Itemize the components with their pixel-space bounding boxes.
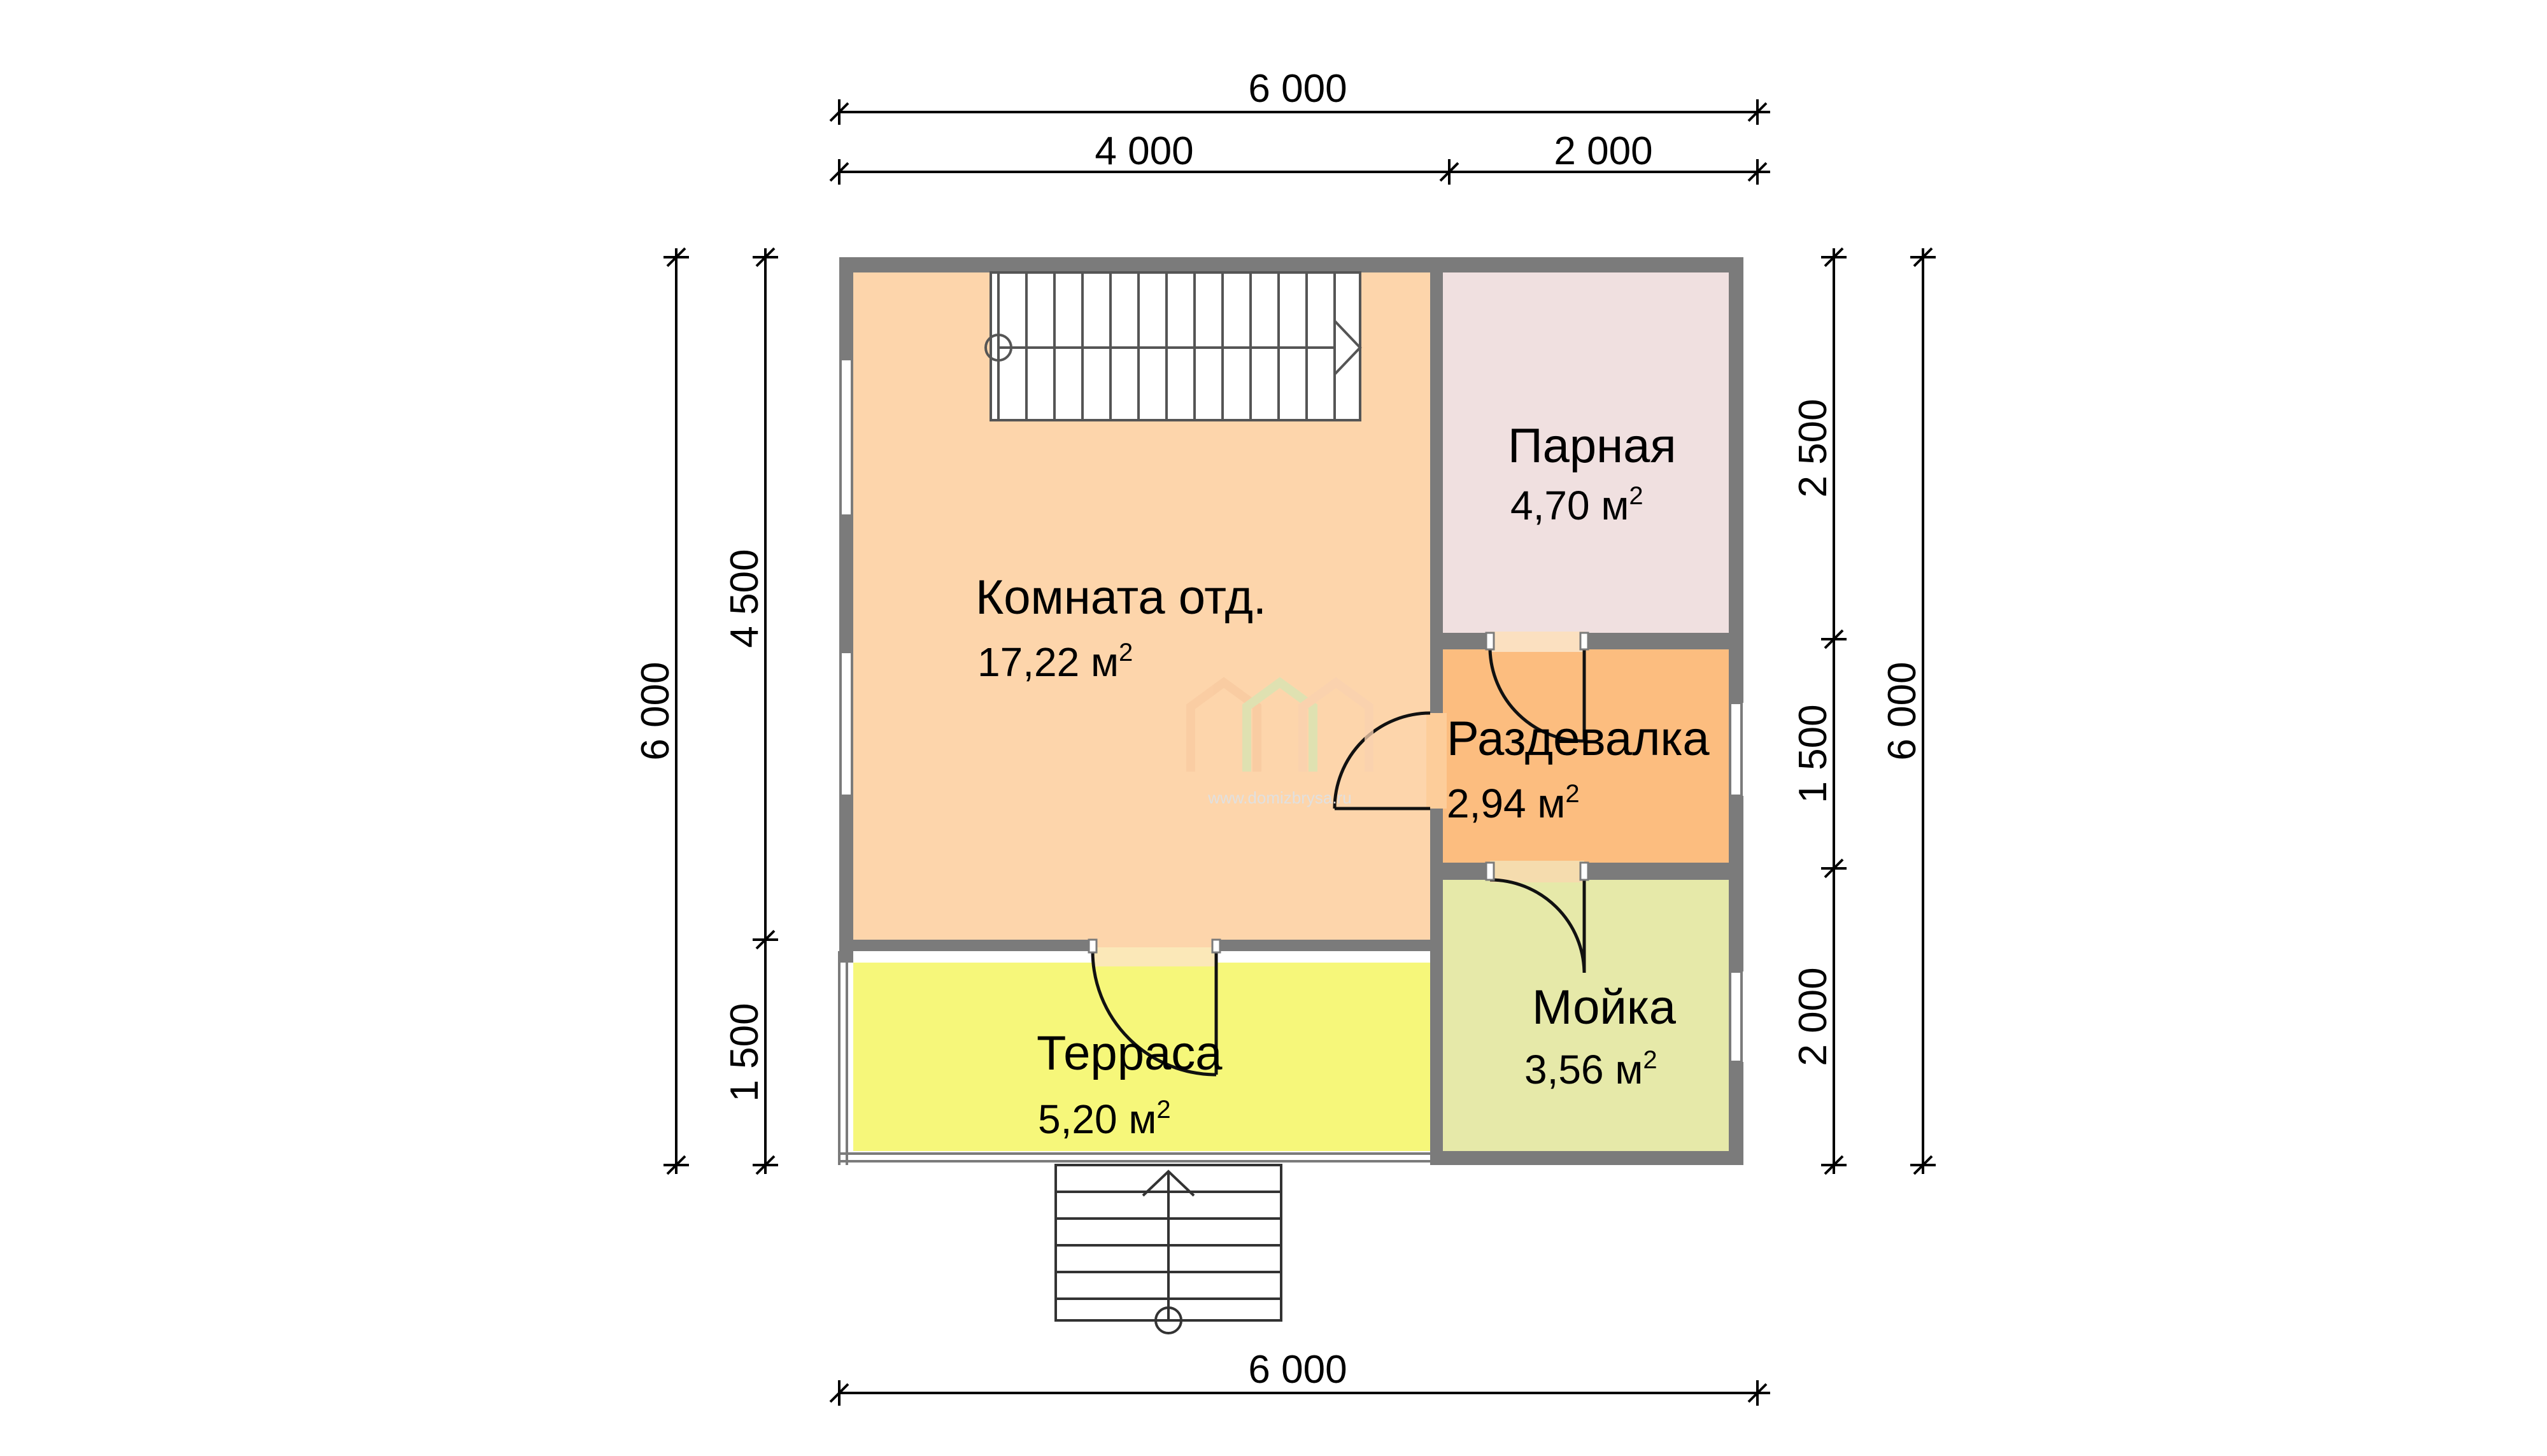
watermark-url: www.domizbrysa.ru — [1207, 788, 1351, 807]
door-swing-terrace — [1091, 951, 1217, 1077]
door-opening-terrace — [1093, 947, 1216, 966]
door-swing-steam — [1488, 649, 1585, 743]
dim-bottom-total: 6 000 — [1248, 1348, 1347, 1392]
dim-left-upper: 4 500 — [723, 549, 767, 647]
steam-room-area: 4,70 м2 — [1510, 482, 1643, 528]
terrace-railing — [838, 951, 1430, 1165]
changing-room-name: Раздевалка — [1447, 712, 1710, 766]
dimension-lines — [663, 99, 1936, 1406]
window-right-changing — [1729, 702, 1743, 797]
changing-room-area: 2,94 м2 — [1447, 780, 1580, 826]
door-swing-living — [1333, 711, 1431, 809]
dim-top-left: 4 000 — [1095, 129, 1193, 173]
dim-left-lower: 1 500 — [723, 1003, 767, 1101]
window-left-lower — [839, 651, 853, 797]
dim-left-outer: 6 000 — [634, 661, 678, 760]
dim-right-outer: 6 000 — [1880, 661, 1924, 760]
dim-right-middle: 1 500 — [1791, 704, 1835, 803]
dim-right-top: 2 500 — [1791, 399, 1835, 497]
door-swing-washing — [1489, 878, 1586, 973]
window-right-washing — [1729, 970, 1743, 1063]
walls — [839, 257, 1743, 1165]
door-opening-washing — [1490, 861, 1584, 882]
dim-right-bottom: 2 000 — [1791, 967, 1835, 1066]
living-room-name: Комната отд. — [976, 570, 1266, 625]
door-opening-living — [1426, 713, 1447, 809]
entrance-steps — [1054, 1164, 1282, 1334]
steam-room-fill — [1443, 272, 1729, 633]
dim-top-total: 6 000 — [1248, 67, 1347, 111]
terrace-name: Терраса — [1037, 1026, 1223, 1080]
watermark-logo — [1186, 677, 1373, 772]
washing-room-area: 3,56 м2 — [1524, 1046, 1657, 1092]
steam-room-name: Парная — [1508, 419, 1677, 473]
windows — [839, 358, 1743, 1063]
living-room-area: 17,22 м2 — [977, 639, 1133, 685]
washing-room-name: Мойка — [1532, 980, 1677, 1035]
door-jambs — [1088, 632, 1589, 954]
doors — [1091, 649, 1586, 1077]
door-opening-steam — [1490, 632, 1584, 652]
window-left-upper — [839, 358, 853, 517]
interior-staircase — [984, 271, 1362, 421]
terrace-area: 5,20 м2 — [1038, 1096, 1171, 1142]
terrace-fill — [853, 963, 1430, 1151]
dim-top-right: 2 000 — [1554, 129, 1652, 173]
